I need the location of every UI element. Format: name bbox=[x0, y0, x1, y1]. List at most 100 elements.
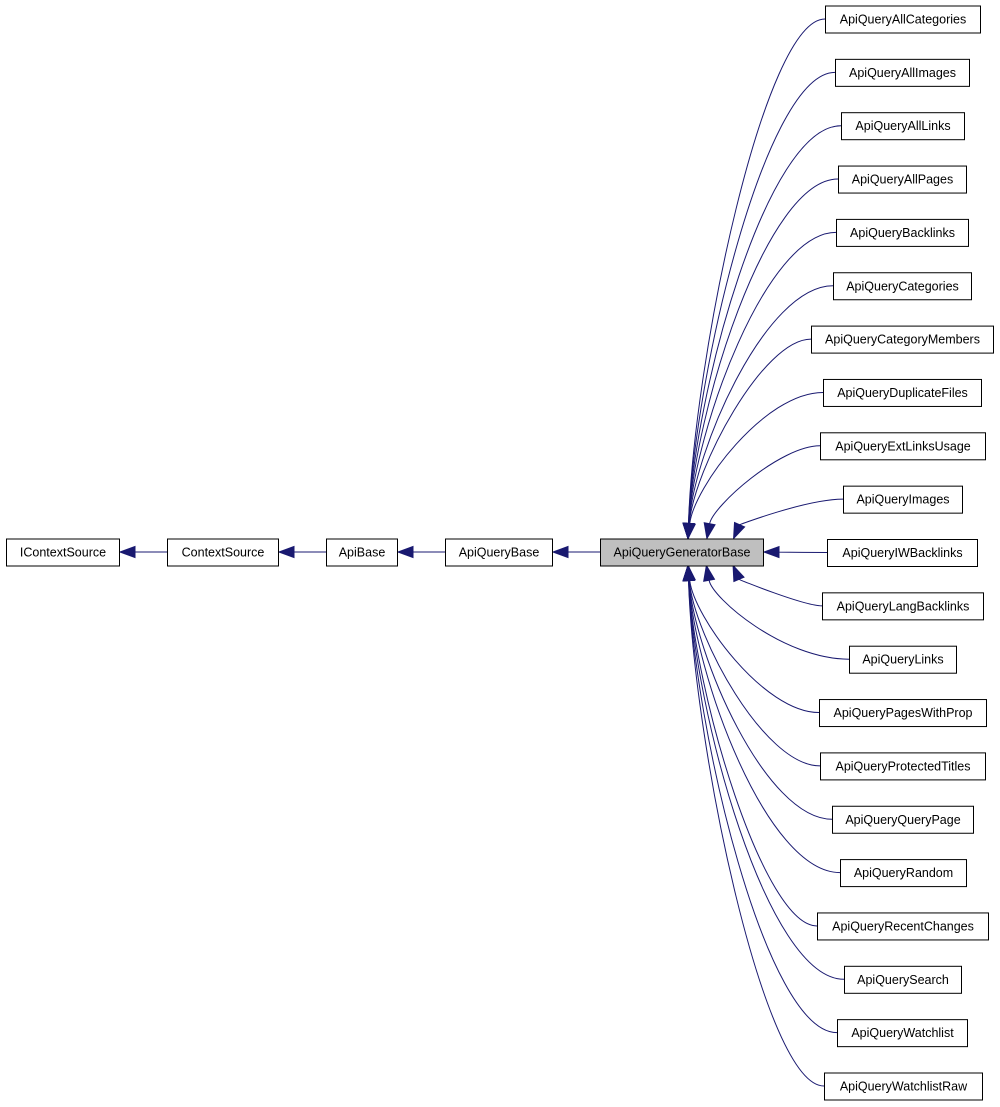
edge-api-query-watchlist-raw-to-api-query-generator-base-arrow bbox=[682, 564, 695, 582]
node-context-source[interactable]: ContextSource bbox=[167, 538, 279, 567]
edge-api-query-ext-links-usage-to-api-query-generator-base bbox=[709, 445, 821, 524]
node-api-query-images-box bbox=[843, 485, 963, 514]
node-api-query-all-pages[interactable]: ApiQueryAllPages bbox=[838, 165, 967, 194]
node-api-query-all-links-box bbox=[841, 112, 965, 141]
edge-api-query-all-links-to-api-query-generator-base bbox=[688, 125, 842, 524]
node-api-query-links-box bbox=[849, 645, 957, 674]
edge-api-query-protected-titles-to-api-query-generator-base bbox=[688, 580, 821, 767]
node-api-query-recent-changes[interactable]: ApiQueryRecentChanges bbox=[817, 912, 989, 941]
edge-api-query-recent-changes-to-api-query-generator-base bbox=[688, 580, 818, 927]
edge-api-query-duplicate-files-to-api-query-generator-base bbox=[689, 391, 824, 524]
node-api-query-all-pages-label: ApiQueryAllPages bbox=[852, 173, 953, 187]
node-api-query-watchlist[interactable]: ApiQueryWatchlist bbox=[837, 1019, 968, 1048]
edge-api-query-category-members-to-api-query-generator-base bbox=[688, 338, 812, 524]
node-api-query-pages-with-prop-box bbox=[819, 699, 987, 728]
edge-api-query-all-pages-to-api-query-generator-base bbox=[688, 178, 839, 524]
node-api-query-lang-backlinks-box bbox=[822, 592, 984, 621]
node-api-query-recent-changes-box bbox=[817, 912, 989, 941]
node-api-query-lang-backlinks[interactable]: ApiQueryLangBacklinks bbox=[822, 592, 984, 621]
edge-api-query-random-to-api-query-generator-base bbox=[688, 580, 841, 874]
node-api-query-protected-titles-box bbox=[820, 752, 986, 781]
node-api-query-query-page-label: ApiQueryQueryPage bbox=[845, 813, 960, 827]
edge-api-query-search-to-api-query-generator-base bbox=[688, 580, 845, 980]
edge-api-query-duplicate-files-to-api-query-generator-base-arrow bbox=[683, 522, 696, 540]
node-api-query-category-members-label: ApiQueryCategoryMembers bbox=[825, 333, 980, 347]
node-api-query-iwbacklinks[interactable]: ApiQueryIWBacklinks bbox=[827, 539, 978, 567]
edge-api-query-iwbacklinks-to-api-query-generator-base-arrow bbox=[762, 545, 780, 559]
node-api-query-all-images[interactable]: ApiQueryAllImages bbox=[835, 58, 970, 87]
node-api-query-protected-titles-label: ApiQueryProtectedTitles bbox=[835, 759, 970, 773]
node-api-query-lang-backlinks-label: ApiQueryLangBacklinks bbox=[837, 599, 970, 613]
inheritance-edges bbox=[118, 18, 850, 1087]
node-api-query-watchlist-box bbox=[837, 1019, 968, 1048]
edge-api-query-generator-base-to-api-query-base-arrow bbox=[551, 545, 569, 559]
node-api-query-iwbacklinks-label: ApiQueryIWBacklinks bbox=[842, 546, 962, 560]
node-api-query-base[interactable]: ApiQueryBase bbox=[445, 538, 553, 567]
node-api-query-categories[interactable]: ApiQueryCategories bbox=[833, 272, 972, 301]
edge-api-query-images-to-api-query-generator-base-arrow bbox=[732, 521, 746, 540]
node-api-query-pages-with-prop-label: ApiQueryPagesWithProp bbox=[834, 706, 973, 720]
node-api-query-categories-label: ApiQueryCategories bbox=[846, 279, 959, 293]
node-api-query-backlinks-box bbox=[836, 218, 969, 247]
node-api-query-backlinks[interactable]: ApiQueryBacklinks bbox=[836, 218, 969, 247]
node-api-query-generator-base-box bbox=[600, 538, 764, 567]
edge-api-query-lang-backlinks-to-api-query-generator-base-arrow bbox=[732, 564, 745, 583]
node-icontext-source-label: IContextSource bbox=[20, 546, 106, 560]
edge-api-query-ext-links-usage-to-api-query-generator-base-arrow bbox=[703, 522, 716, 540]
node-api-query-search[interactable]: ApiQuerySearch bbox=[844, 965, 962, 994]
node-api-query-recent-changes-label: ApiQueryRecentChanges bbox=[832, 919, 974, 933]
node-api-query-all-categories-label: ApiQueryAllCategories bbox=[840, 13, 966, 27]
node-api-query-all-links[interactable]: ApiQueryAllLinks bbox=[841, 112, 965, 141]
node-api-query-images[interactable]: ApiQueryImages bbox=[843, 485, 963, 514]
node-api-query-ext-links-usage[interactable]: ApiQueryExtLinksUsage bbox=[820, 432, 986, 461]
edge-api-base-to-context-source-arrow bbox=[277, 545, 295, 559]
node-api-query-search-label: ApiQuerySearch bbox=[857, 973, 949, 987]
node-icontext-source-box bbox=[6, 538, 120, 567]
node-api-query-protected-titles[interactable]: ApiQueryProtectedTitles bbox=[820, 752, 986, 781]
edge-api-query-images-to-api-query-generator-base bbox=[739, 498, 844, 526]
node-api-base-label: ApiBase bbox=[339, 546, 386, 560]
node-api-query-query-page[interactable]: ApiQueryQueryPage bbox=[832, 805, 974, 834]
edge-api-query-watchlist-to-api-query-generator-base bbox=[688, 580, 838, 1034]
edge-api-query-all-categories-to-api-query-generator-base bbox=[687, 18, 826, 524]
node-api-query-query-page-box bbox=[832, 805, 974, 834]
node-api-query-all-images-label: ApiQueryAllImages bbox=[849, 66, 956, 80]
edge-context-source-to-icontext-source-arrow bbox=[118, 545, 136, 559]
node-api-query-watchlist-label: ApiQueryWatchlist bbox=[851, 1026, 954, 1040]
node-api-query-all-categories[interactable]: ApiQueryAllCategories bbox=[825, 5, 981, 34]
edge-api-query-lang-backlinks-to-api-query-generator-base bbox=[738, 578, 823, 607]
edge-api-query-categories-to-api-query-generator-base bbox=[688, 285, 834, 524]
node-api-query-watchlist-raw[interactable]: ApiQueryWatchlistRaw bbox=[824, 1072, 983, 1101]
node-api-query-category-members[interactable]: ApiQueryCategoryMembers bbox=[811, 325, 994, 354]
node-api-query-categories-box bbox=[833, 272, 972, 301]
node-api-query-links-label: ApiQueryLinks bbox=[862, 653, 943, 667]
edge-api-query-all-images-to-api-query-generator-base bbox=[688, 71, 836, 524]
node-api-query-search-box bbox=[844, 965, 962, 994]
edge-api-query-watchlist-raw-to-api-query-generator-base bbox=[687, 580, 825, 1087]
node-api-query-random[interactable]: ApiQueryRandom bbox=[840, 859, 967, 888]
edge-api-query-base-to-api-base-arrow bbox=[396, 545, 414, 559]
node-api-base[interactable]: ApiBase bbox=[326, 538, 398, 567]
edge-api-query-query-page-to-api-query-generator-base bbox=[688, 580, 833, 820]
node-api-query-random-label: ApiQueryRandom bbox=[854, 866, 953, 880]
node-api-base-box bbox=[326, 538, 398, 567]
node-api-query-random-box bbox=[840, 859, 967, 888]
edge-api-query-backlinks-to-api-query-generator-base bbox=[688, 231, 837, 524]
node-api-query-images-label: ApiQueryImages bbox=[856, 493, 949, 507]
node-api-query-links[interactable]: ApiQueryLinks bbox=[849, 645, 957, 674]
node-context-source-box bbox=[167, 538, 279, 567]
edge-api-query-links-to-api-query-generator-base bbox=[708, 580, 850, 660]
node-api-query-category-members-box bbox=[811, 325, 994, 354]
node-api-query-all-links-label: ApiQueryAllLinks bbox=[855, 119, 950, 133]
edge-api-query-pages-with-prop-to-api-query-generator-base bbox=[689, 580, 820, 714]
node-api-query-generator-base[interactable]: ApiQueryGeneratorBase bbox=[600, 538, 764, 567]
node-api-query-duplicate-files[interactable]: ApiQueryDuplicateFiles bbox=[823, 378, 982, 407]
edge-api-query-links-to-api-query-generator-base-arrow bbox=[703, 564, 716, 582]
node-api-query-all-pages-box bbox=[838, 165, 967, 194]
node-api-query-ext-links-usage-label: ApiQueryExtLinksUsage bbox=[835, 439, 971, 453]
node-context-source-label: ContextSource bbox=[182, 546, 265, 560]
node-icontext-source[interactable]: IContextSource bbox=[6, 538, 120, 567]
node-api-query-pages-with-prop[interactable]: ApiQueryPagesWithProp bbox=[819, 699, 987, 728]
